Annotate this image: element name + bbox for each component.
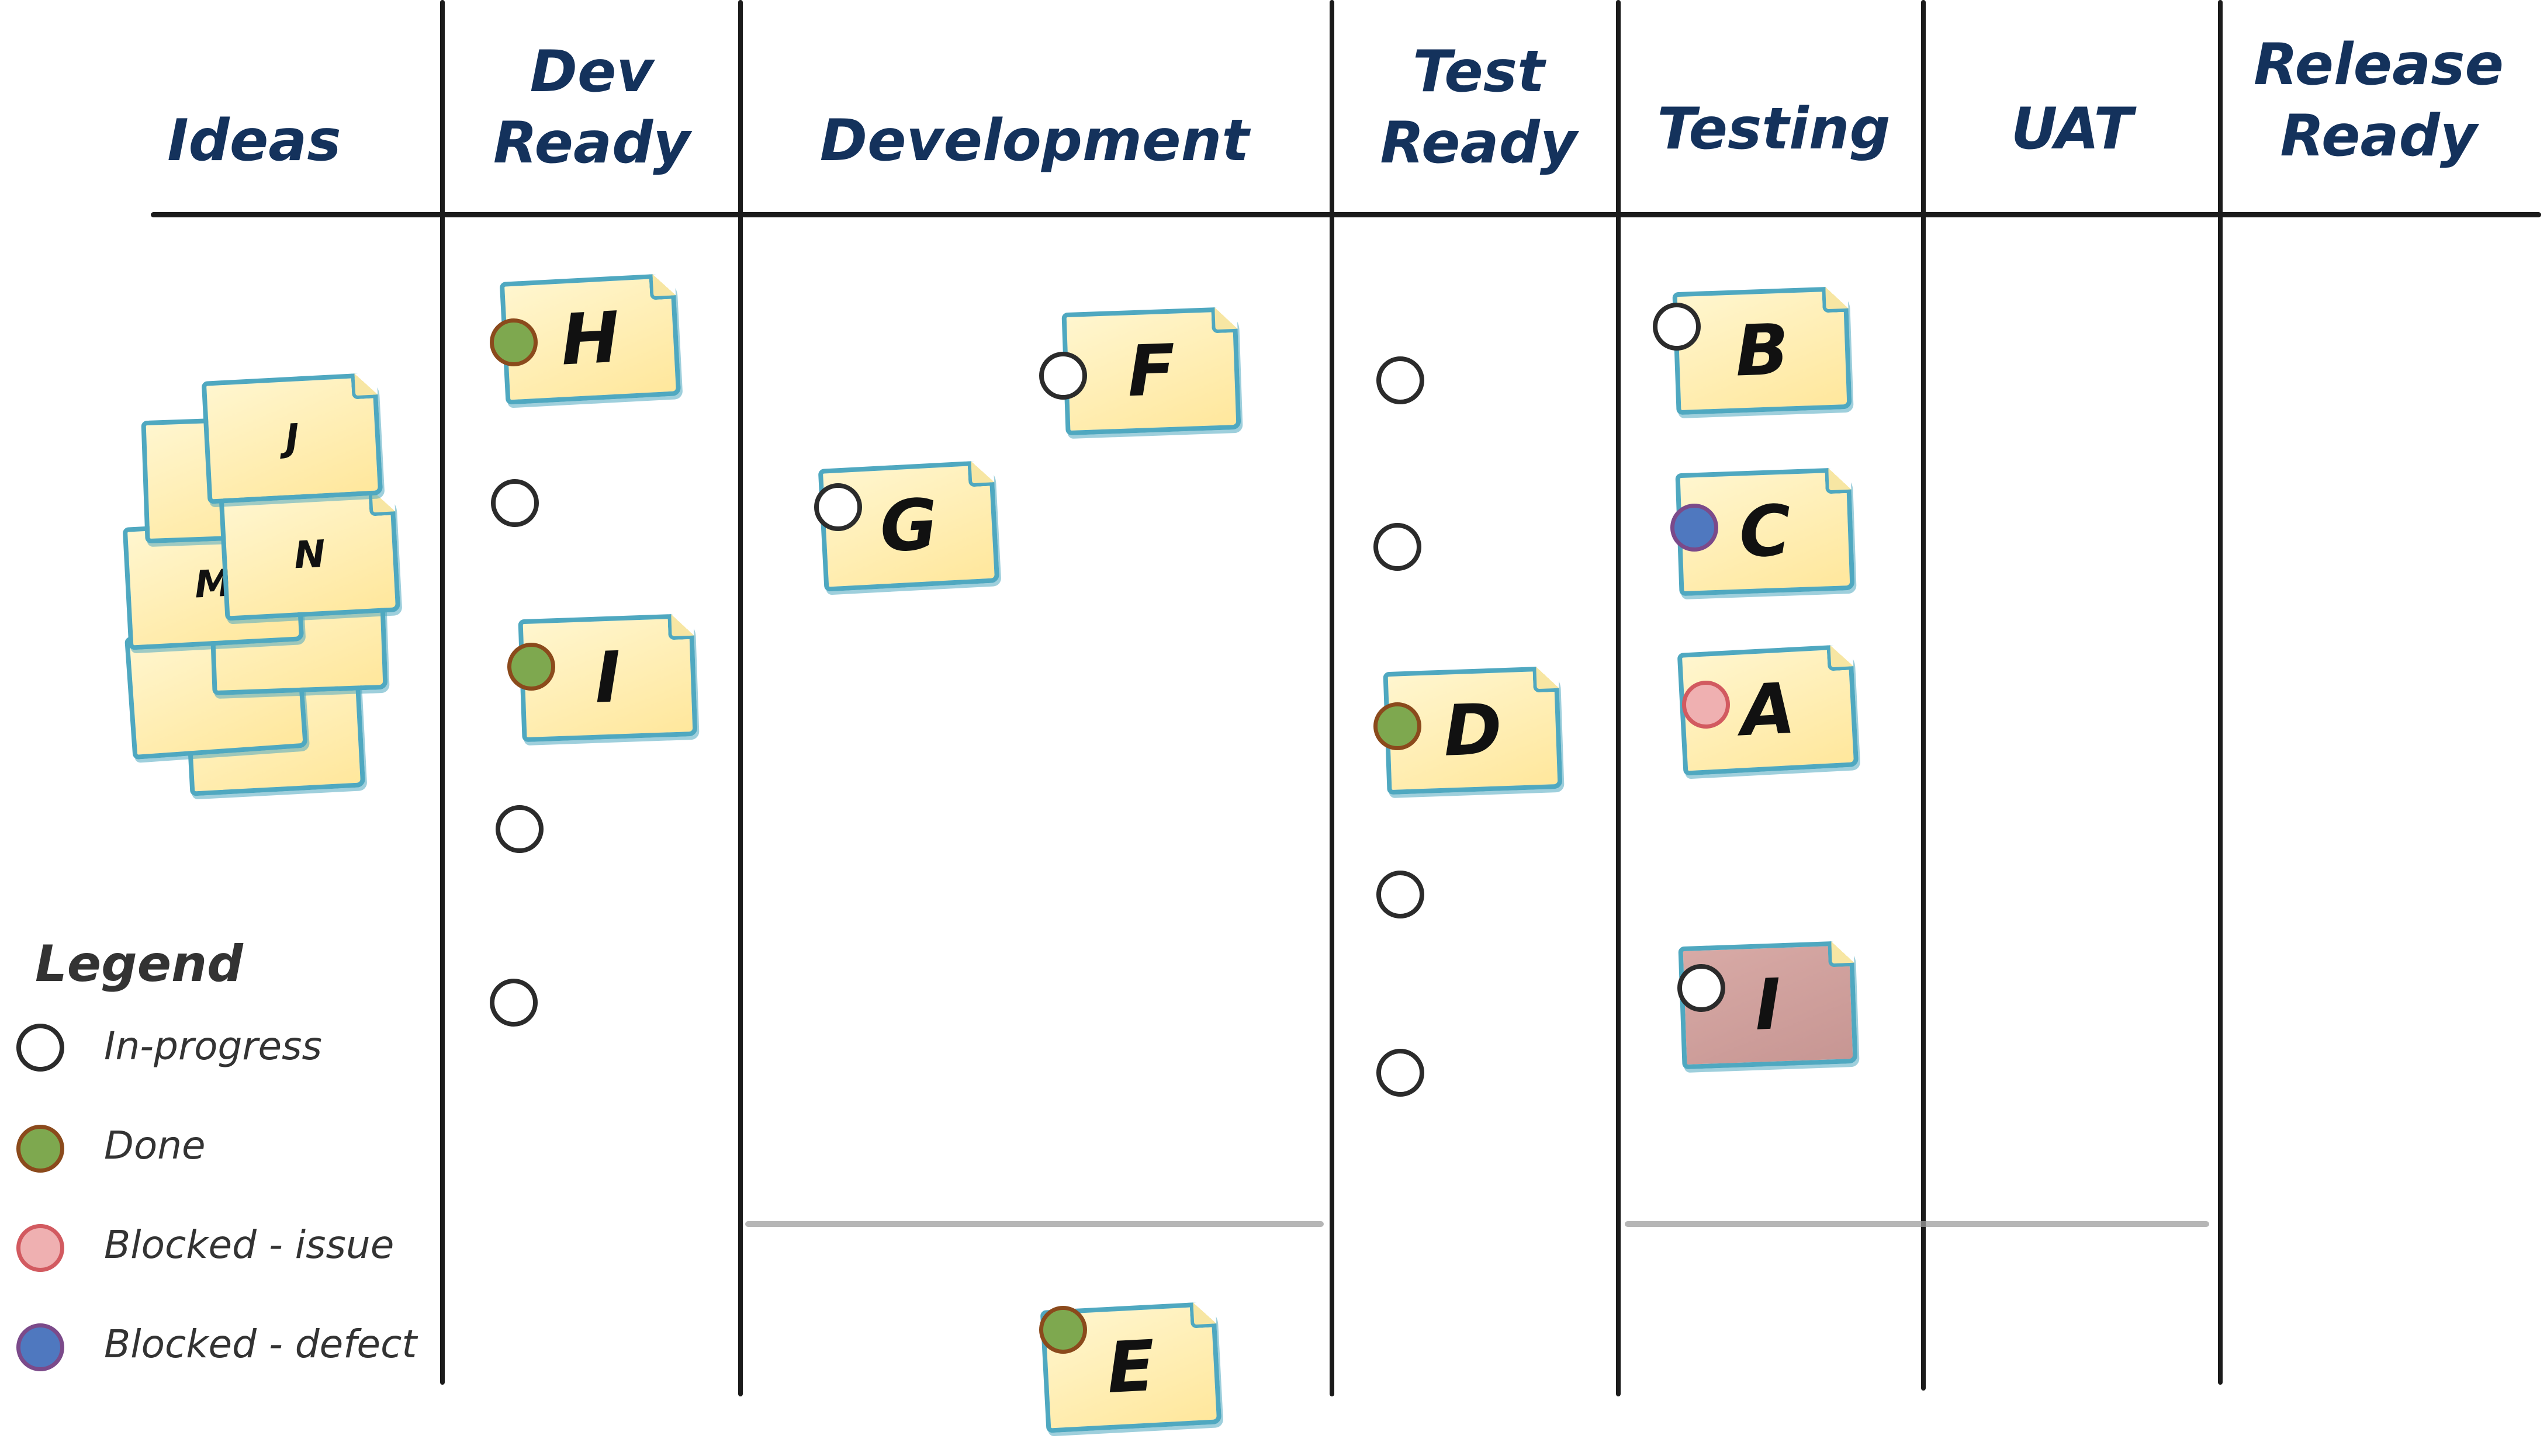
slot-marker: [491, 479, 539, 527]
column-heading-ideas: Ideas: [167, 108, 341, 174]
folded-corner-icon: [1826, 644, 1854, 671]
status-dot-in-progress: [1677, 964, 1725, 1012]
slot-marker: [1376, 1049, 1424, 1097]
folded-corner-icon: [649, 273, 676, 300]
legend-blocked-defect-icon: [16, 1323, 64, 1371]
swimlane-divider: [1625, 1221, 2209, 1227]
column-heading-release-ready: Release Ready: [2253, 32, 2504, 169]
slot-marker: [496, 805, 544, 853]
card-label: F: [1126, 330, 1177, 412]
legend-label-done: Done: [104, 1123, 206, 1168]
legend-label-in-progress: In-progress: [104, 1024, 322, 1069]
card-label: D: [1442, 688, 1504, 772]
slot-marker: [1373, 523, 1421, 571]
work-card-b[interactable]: B: [1672, 286, 1852, 415]
folded-corner-icon: [1822, 286, 1849, 313]
slot-marker: [1376, 356, 1424, 404]
legend-label-blocked-defect: Blocked - defect: [104, 1322, 417, 1367]
status-dot-in-progress: [1653, 303, 1701, 351]
card-label: G: [878, 484, 940, 568]
column-heading-test-ready: Test Ready: [1380, 39, 1577, 176]
folded-corner-icon: [967, 460, 995, 487]
column-heading-uat: UAT: [2010, 96, 2133, 162]
idea-card[interactable]: N: [219, 489, 401, 621]
work-card-f[interactable]: F: [1061, 306, 1241, 436]
folded-corner-icon: [1828, 940, 1854, 968]
card-label: H: [559, 296, 622, 382]
column-divider: [2218, 0, 2223, 1385]
legend-title: Legend: [35, 935, 243, 993]
column-heading-development: Development: [819, 108, 1250, 174]
column-divider: [1921, 0, 1926, 1391]
legend-done-icon: [16, 1125, 64, 1173]
column-divider: [440, 0, 445, 1385]
card-label: I: [1753, 963, 1783, 1046]
card-label: B: [1733, 308, 1791, 393]
legend-in-progress-icon: [16, 1024, 64, 1072]
status-dot-in-progress: [814, 483, 862, 531]
column-heading-dev-ready: Dev Ready: [493, 39, 691, 176]
card-label: E: [1105, 1325, 1157, 1409]
status-dot-blocked-defect: [1670, 504, 1718, 552]
column-heading-testing: Testing: [1657, 96, 1891, 162]
status-dot-done: [1373, 702, 1421, 750]
column-divider: [738, 0, 743, 1396]
folded-corner-icon: [1189, 1301, 1217, 1329]
card-label: J: [284, 416, 300, 460]
card-label: N: [293, 532, 327, 578]
column-divider: [1330, 0, 1334, 1396]
card-label: I: [593, 636, 622, 719]
folded-corner-icon: [351, 372, 378, 400]
folded-corner-icon: [1825, 467, 1852, 494]
status-dot-done: [1039, 1306, 1087, 1354]
slot-marker: [1376, 871, 1424, 918]
folded-corner-icon: [667, 613, 694, 640]
status-dot-blocked-issue: [1682, 681, 1730, 729]
status-dot-in-progress: [1039, 352, 1087, 400]
swimlane-divider: [745, 1221, 1324, 1227]
slot-marker: [490, 979, 538, 1027]
card-label: A: [1738, 668, 1798, 752]
idea-card[interactable]: J: [201, 372, 383, 504]
status-dot-done: [507, 643, 555, 691]
card-label: C: [1738, 490, 1792, 573]
header-divider: [151, 212, 2541, 217]
legend-label-blocked-issue: Blocked - issue: [104, 1222, 394, 1267]
legend-blocked-issue-icon: [16, 1224, 64, 1272]
status-dot-done: [490, 318, 538, 366]
folded-corner-icon: [1211, 306, 1238, 334]
folded-corner-icon: [1532, 665, 1559, 693]
column-divider: [1616, 0, 1621, 1396]
